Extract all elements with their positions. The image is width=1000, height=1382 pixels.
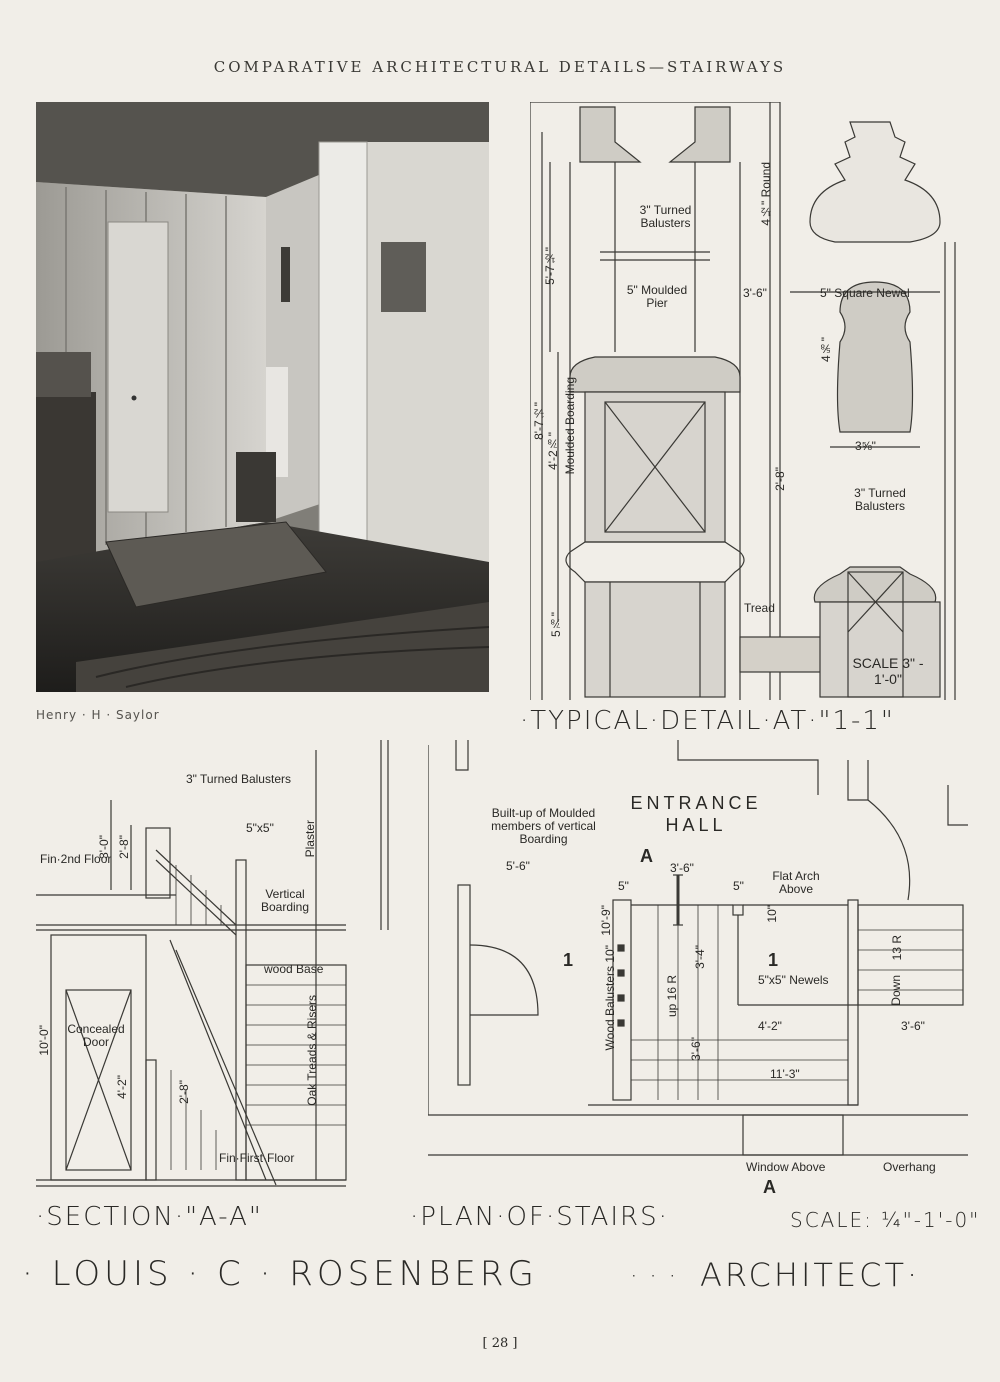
plan-10-9: 10'-9" (599, 905, 613, 936)
scale-note: SCALE 3" - 1'-0" (852, 655, 924, 687)
photo-credit: Henry · H · Saylor (36, 708, 160, 722)
typical-detail-drawing: 4½" Round 3" Turned Balusters 5'-7½" 5" … (530, 102, 970, 702)
plan-11-3: 11'-3" (770, 1067, 800, 1081)
plan-5-b: 5" (733, 879, 744, 893)
stair-hall-photograph (36, 102, 489, 692)
architect-title: ARCHITECT· (700, 1256, 921, 1294)
footer-separator: · · · (630, 1262, 679, 1290)
moulded-pier: 5" Moulded Pier (626, 283, 688, 310)
entrance-hall: ENTRANCE HALL (630, 793, 762, 835)
plan-10-b: 10" (765, 905, 779, 923)
height-5-7: 5'-7½" (543, 247, 557, 285)
dim-5-8: 5⅞" (549, 612, 563, 637)
section-turned-balusters: 3" Turned Balusters (186, 772, 291, 786)
square-newel: 5" Square Newel (820, 286, 910, 300)
section-5x5: 5"x5" (246, 821, 274, 835)
fin-2nd-floor: Fin·2nd Floor (40, 852, 112, 866)
plan-marker-a-bottom: A (763, 1177, 776, 1197)
plan-of-stairs-drawing: ENTRANCE HALL Built-up of Moulded member… (428, 740, 968, 1197)
overhang: Overhang (883, 1160, 936, 1174)
flat-arch: Flat Arch Above (772, 869, 820, 896)
built-up-note: Built-up of Moulded members of vertical … (491, 806, 596, 846)
concealed-door: Concealed Door (67, 1022, 125, 1049)
page-number: [ 28 ] (482, 1336, 518, 1351)
section-2-8-lower: 2'-8" (177, 1080, 191, 1104)
turned-balusters-top: 3" Turned Balusters (639, 203, 692, 230)
plan-marker-1a: 1 (563, 950, 574, 970)
dim-2-8: 2'-8" (773, 467, 787, 491)
dim-4-5: 4⅝" (819, 337, 833, 362)
turned-balusters-bottom: 3" Turned Balusters (854, 486, 906, 513)
plan-scale: SCALE: ¼"-1'-0" (790, 1208, 981, 1232)
plan-3-4: 3'-4" (693, 945, 707, 969)
section-a-a-drawing: 3" Turned Balusters 5"x5" Plaster 3'-0" … (36, 740, 406, 1195)
tread: Tread (744, 601, 775, 615)
oak-treads: Oak Treads & Risers (305, 995, 319, 1106)
plan-13: 13 R (890, 935, 904, 961)
moulded-boarding: Moulded Boarding (563, 377, 577, 475)
plan-5-6: 5'-6" (506, 859, 530, 873)
section-2-8: 2'-8" (117, 835, 131, 859)
section-10-0: 10'-0" (37, 1025, 51, 1056)
dim-3-6: 3'-6" (743, 286, 767, 300)
dim-3-5: 3⅝" (855, 439, 876, 453)
plan-newels: 5"x5" Newels (758, 973, 829, 987)
page-header: COMPARATIVE ARCHITECTURAL DETAILS—STAIRW… (213, 58, 787, 76)
plan-3-6-c: 3'-6" (689, 1037, 703, 1061)
section-4-2: 4'-2" (115, 1075, 129, 1099)
plan-down: Down (889, 975, 903, 1006)
window-above: Window Above (746, 1160, 826, 1174)
plan-3-6: 3'-6" (670, 861, 694, 875)
wood-balusters: Wood Balusters 10" (603, 945, 617, 1051)
height-8-7: 8'-7½" (532, 402, 546, 440)
plan-up: up 16 R (665, 975, 679, 1018)
height-4-2: 4'-2⅞" (546, 432, 560, 470)
plan-3-6-b: 3'-6" (901, 1019, 925, 1033)
plan-5-a: 5" (618, 879, 629, 893)
plan-marker-1b: 1 (768, 950, 779, 970)
fin-first-floor: Fin·First·Floor (219, 1151, 295, 1165)
vertical-boarding: Vertical Boarding (260, 887, 310, 914)
architect-name: · LOUIS · C · ROSENBERG (22, 1254, 538, 1294)
plan-title: ·PLAN·OF·STAIRS· (410, 1202, 669, 1232)
typical-detail-title: ·TYPICAL·DETAIL·AT·"1-1" (520, 706, 895, 736)
plan-4-2: 4'-2" (758, 1019, 782, 1033)
plaster: Plaster (303, 820, 317, 858)
wood-base: wood Base (264, 962, 324, 976)
section-title: ·SECTION·"A-A" (36, 1202, 263, 1232)
plan-marker-a-top: A (640, 846, 653, 866)
round-dim: 4½" Round (759, 162, 773, 226)
